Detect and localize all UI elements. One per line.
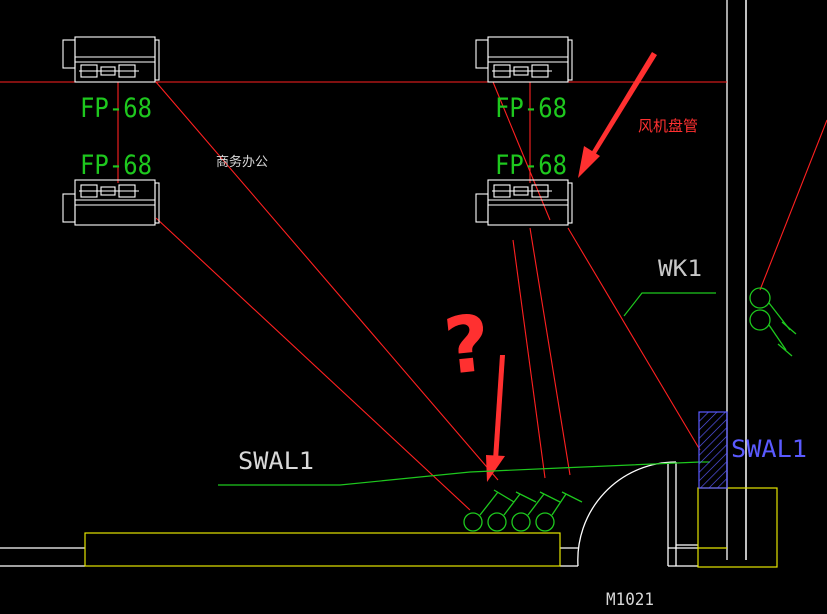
fan-coil-top-left[interactable] bbox=[62, 36, 160, 83]
yellow-column-box bbox=[697, 487, 778, 568]
valve-icon bbox=[463, 512, 483, 532]
room-name: 商务办公 bbox=[216, 154, 268, 170]
valve-icon bbox=[511, 512, 531, 532]
annotation-text: 风机盘管 bbox=[638, 117, 698, 135]
valve-icon bbox=[535, 512, 555, 532]
pipe-riser-a bbox=[512, 239, 546, 479]
question-arrow-icon bbox=[486, 355, 505, 482]
fan-coil-label-bottom-right: FP-68 bbox=[495, 150, 567, 181]
pipe-diag-top-left bbox=[155, 81, 499, 481]
swal1-label-left: SWAL1 bbox=[238, 447, 314, 475]
pipe-riser-c bbox=[567, 227, 701, 451]
valve-icon bbox=[749, 287, 771, 309]
valve-group-right bbox=[749, 287, 797, 357]
fan-coil-label-top-right: FP-68 bbox=[495, 93, 567, 124]
pipe-riser-b bbox=[529, 227, 571, 476]
valve-icon bbox=[487, 512, 507, 532]
pipe-right-diagonal bbox=[759, 119, 827, 291]
fan-coil-label-top-left: FP-68 bbox=[80, 93, 152, 124]
yellow-elements bbox=[84, 487, 778, 568]
wk1-label: WK1 bbox=[658, 257, 702, 282]
fan-coil-bottom-left[interactable] bbox=[62, 179, 160, 226]
fan-coil-top-right[interactable] bbox=[475, 36, 573, 83]
swal1-left-leader bbox=[218, 461, 701, 486]
door-label: M1021 bbox=[606, 590, 654, 610]
annotation-arrow-icon bbox=[578, 52, 657, 178]
swal1-label-right: SWAL1 bbox=[731, 435, 807, 463]
question-mark: ? bbox=[440, 299, 494, 393]
pipe-diag-left-bottom bbox=[155, 217, 471, 511]
fan-coil-label-bottom-left: FP-68 bbox=[80, 150, 152, 181]
fan-coil-bottom-right[interactable] bbox=[475, 179, 573, 226]
wk1-leader bbox=[623, 292, 716, 317]
valve-group-bottom bbox=[463, 489, 583, 532]
valve-icon bbox=[749, 309, 771, 331]
yellow-bench bbox=[84, 532, 561, 567]
door-swing-arc bbox=[577, 461, 677, 567]
hatched-column bbox=[698, 411, 728, 489]
